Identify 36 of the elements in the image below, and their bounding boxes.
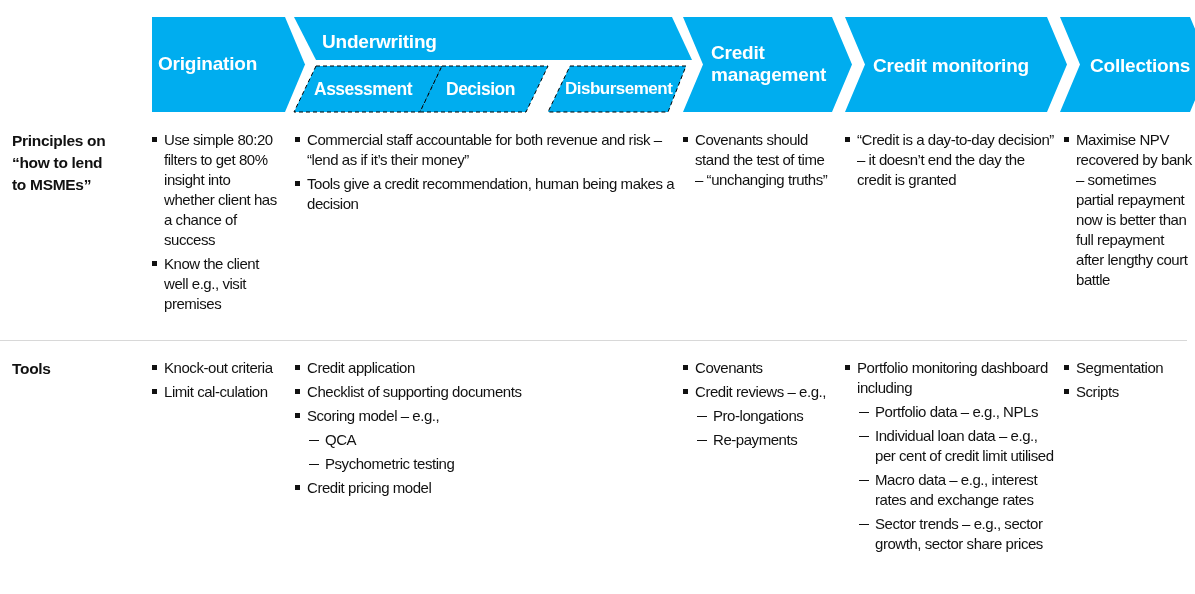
sub-bullet-point: Sector trends – e.g., sector growth, sector share prices [859, 514, 1060, 554]
row-header: Principles on “how to lend to MSMEs” [12, 131, 107, 195]
sub-bullet-point: Individual loan data – e.g., per cent of credit limit utilised [859, 426, 1060, 466]
sub-bullet-point: Pro-longations [697, 406, 843, 426]
sub-bullet-point: QCA [309, 430, 680, 450]
bullet-point: Covenants should stand the test of time – “unchanging truths” [683, 130, 833, 190]
bullet-point: Credit pricing model [295, 478, 680, 498]
bullet-point: Scripts [1064, 382, 1192, 402]
bullet-point: Know the client well e.g., visit premises [152, 254, 282, 314]
bullet-point: Use simple 80:20 filters to get 80% insight into whether client has a chance of success [152, 130, 282, 250]
bullet-point: Commercial staff accountable for both revenue and risk – “lend as if it’s their money” [295, 130, 680, 170]
row-header: Tools [12, 359, 52, 379]
bullet-point: Scoring model – e.g., [295, 406, 680, 426]
bullet-point: Credit application [295, 358, 680, 378]
phase-label: Credit monitoring [873, 55, 1029, 77]
bullet-point: Credit reviews – e.g., [683, 382, 843, 402]
bullet-point: Tools give a credit recommendation, human being makes a decision [295, 174, 680, 214]
bullet-point: “Credit is a day-to-day decision” – it doesn’t end the day the credit is granted [845, 130, 1055, 190]
phase-label: Collections [1090, 55, 1191, 77]
sub-bullet-point: Psychometric testing [309, 454, 680, 474]
bullet-point: Checklist of supporting documents [295, 382, 680, 402]
sub-bullet-point: Re-payments [697, 430, 843, 450]
phase-label: Credit management [711, 42, 828, 86]
phase-label: Assessment [314, 78, 413, 100]
phase-label: Disbursement [565, 78, 673, 100]
bullet-point: Portfolio monitoring dashboard including [845, 358, 1060, 398]
phase-label: Origination [158, 53, 258, 75]
sub-bullet-point: Macro data – e.g., interest rates and exchange rates [859, 470, 1060, 510]
sub-bullet-point: Portfolio data – e.g., NPLs [859, 402, 1060, 422]
bullet-point: Segmentation [1064, 358, 1192, 378]
phase-label: Underwriting [322, 31, 437, 53]
phase-label: Decision [446, 78, 515, 100]
bullet-point: Knock-out criteria [152, 358, 292, 378]
bullet-point: Limit cal-culation [152, 382, 292, 402]
bullet-point: Maximise NPV recovered by bank – sometimes partial repayment now is better than full repayment after lengthy court battle [1064, 130, 1192, 290]
bullet-point: Covenants [683, 358, 843, 378]
